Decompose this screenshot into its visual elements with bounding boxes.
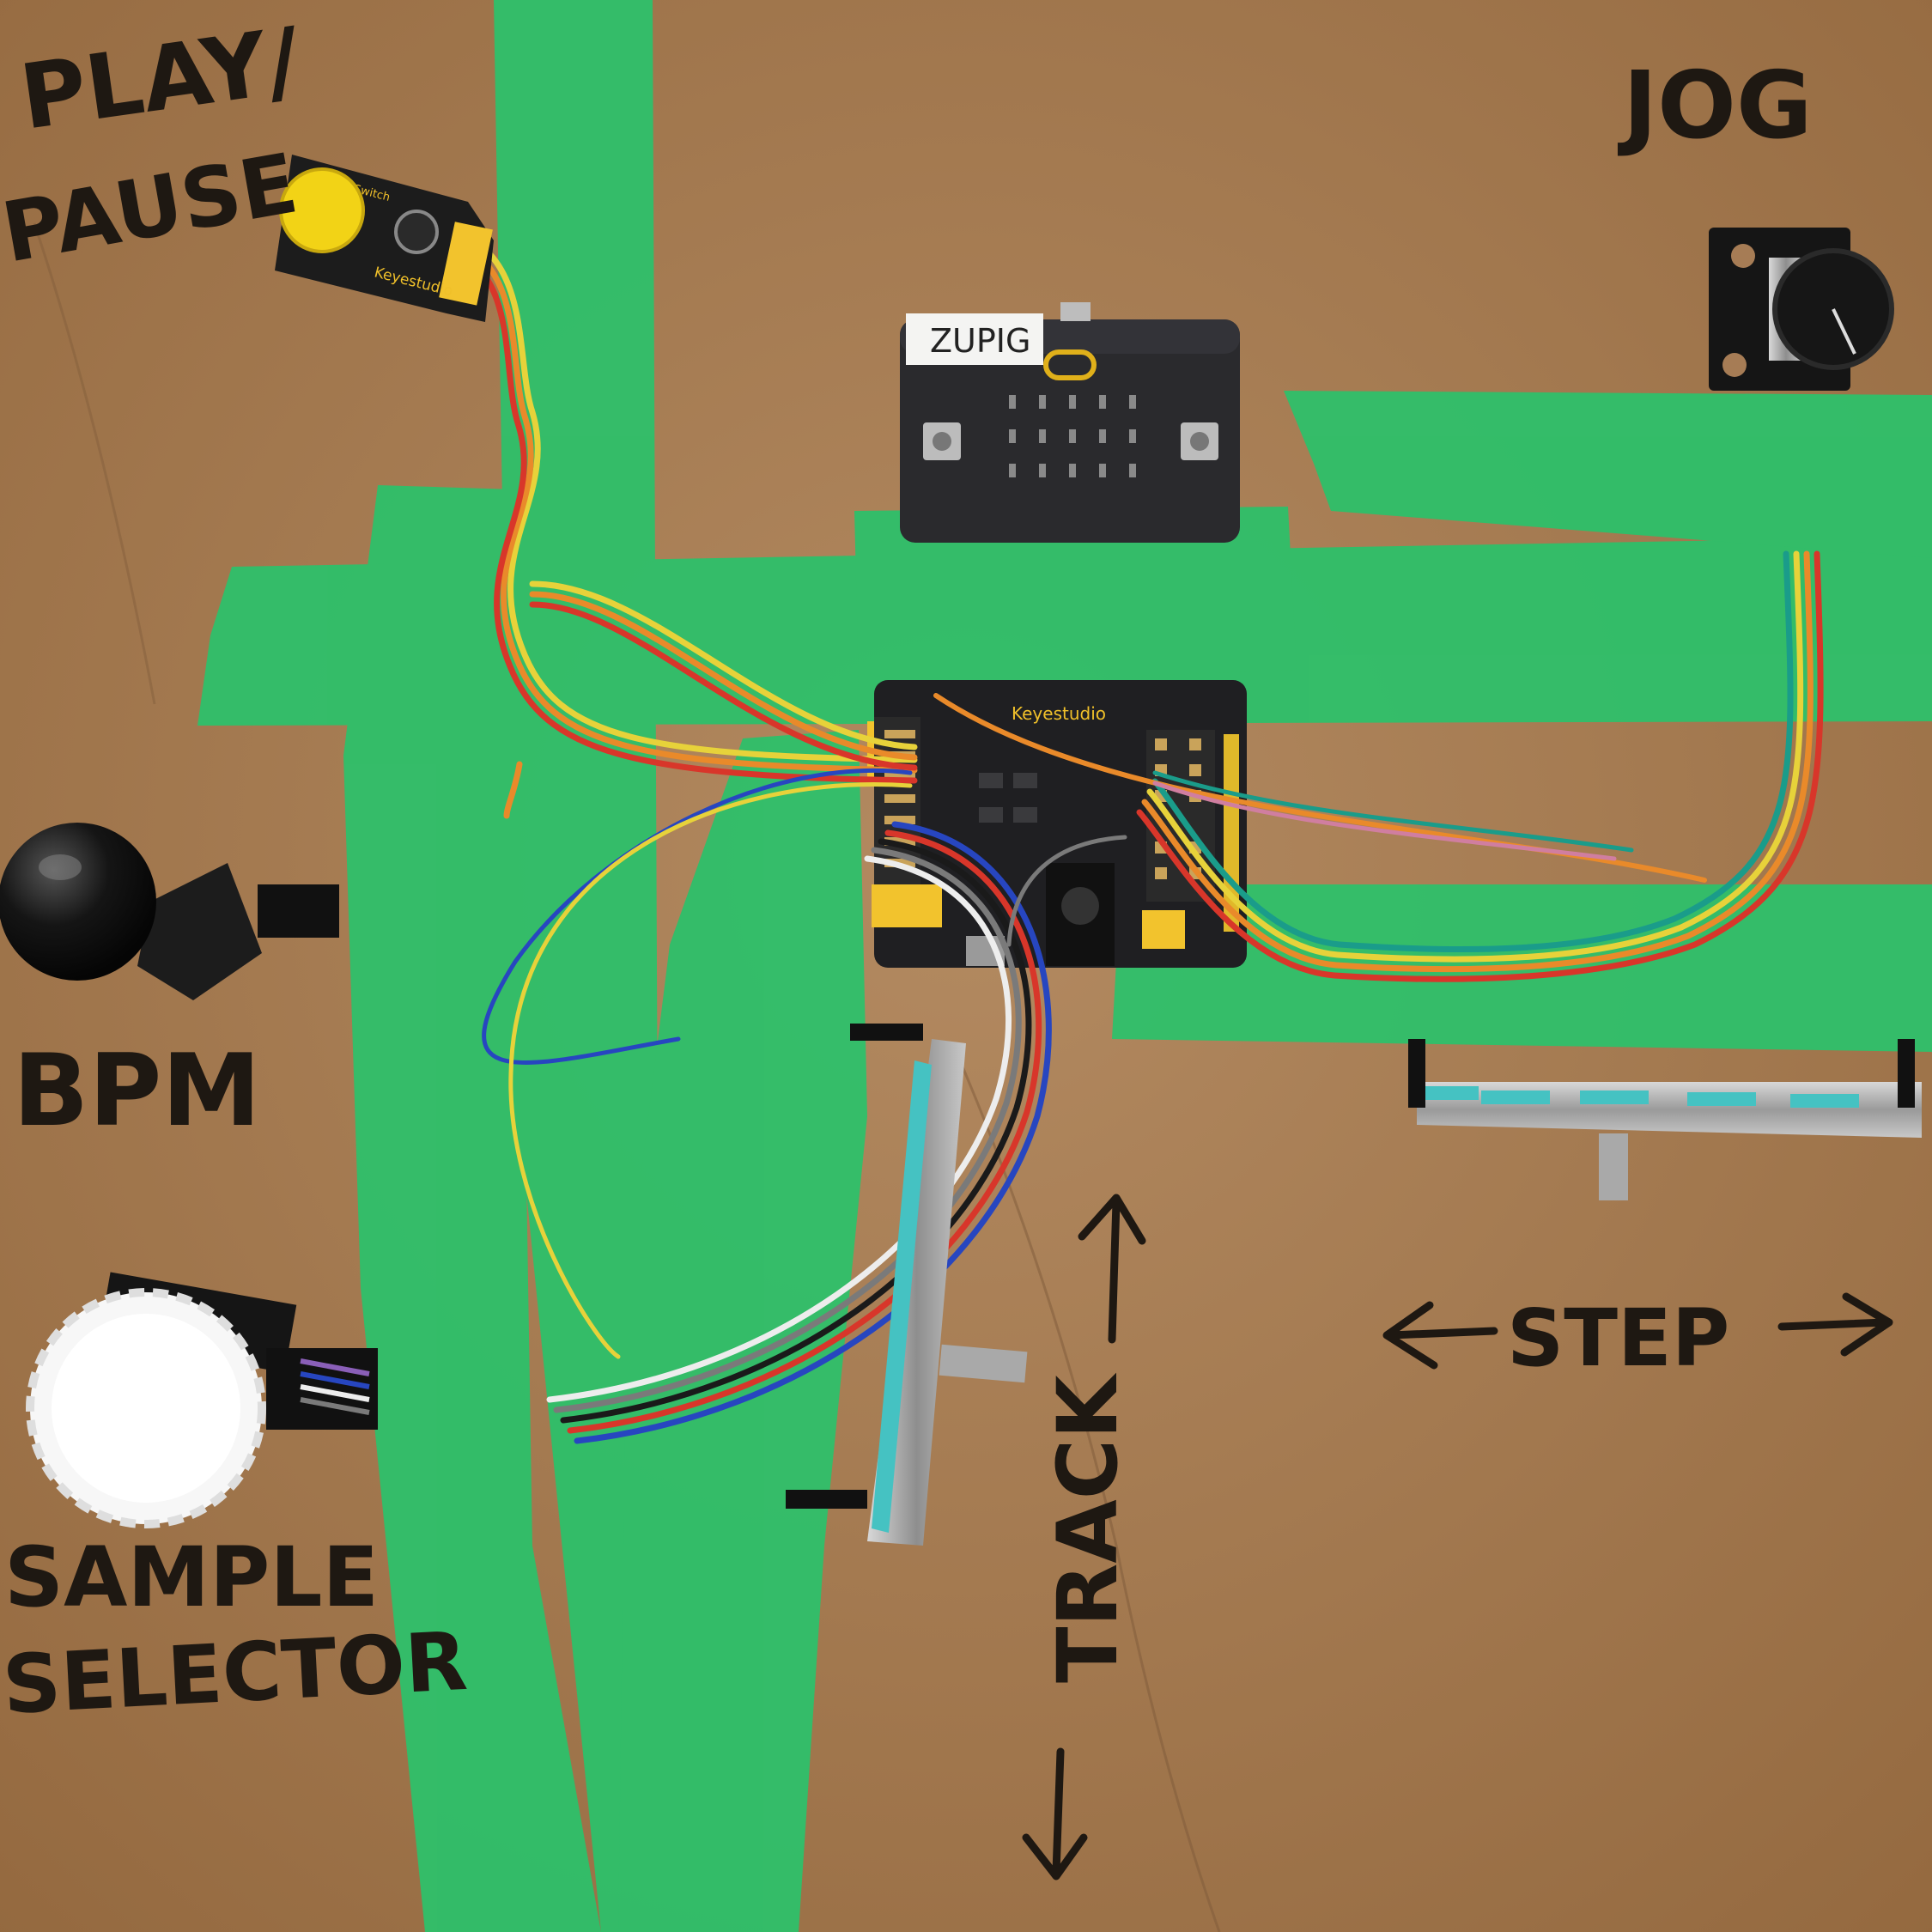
track-up-arrow bbox=[1078, 1194, 1146, 1344]
sample-label-line1: SAMPLE bbox=[4, 1529, 379, 1625]
zupig-label: ZUPIG bbox=[930, 322, 1030, 360]
keyestudio-shield: Keyestudio bbox=[867, 680, 1247, 968]
play-pause-button[interactable] bbox=[279, 167, 365, 253]
step-right-arrow bbox=[1777, 1292, 1893, 1357]
shield-brand-label: Keyestudio bbox=[1012, 703, 1106, 724]
jog-encoder-module bbox=[1709, 228, 1894, 391]
play-pause-button-module: Button Switch Keyestudio bbox=[275, 155, 494, 322]
ribbon-cables bbox=[452, 228, 1824, 1444]
sample-selector-module bbox=[26, 1272, 378, 1528]
zupig-sticker bbox=[906, 313, 1043, 365]
track-down-arrow bbox=[1022, 1747, 1088, 1880]
track-label: TRACK bbox=[1040, 1372, 1136, 1683]
step-slider bbox=[1408, 1039, 1922, 1200]
bpm-knob[interactable] bbox=[0, 823, 156, 981]
microbit-board: ZUPIG bbox=[900, 302, 1240, 543]
step-label: STEP bbox=[1507, 1292, 1729, 1384]
track-slider-handle[interactable] bbox=[939, 1344, 1028, 1383]
step-left-arrow bbox=[1382, 1301, 1498, 1370]
hand-drawn-arrows bbox=[1022, 1194, 1893, 1880]
bpm-knob-module bbox=[0, 823, 339, 1000]
track-slider bbox=[786, 1024, 1028, 1546]
step-slider-handle[interactable] bbox=[1599, 1133, 1628, 1200]
bpm-label: BPM bbox=[13, 1033, 261, 1149]
jog-label: JOG bbox=[1617, 52, 1813, 160]
